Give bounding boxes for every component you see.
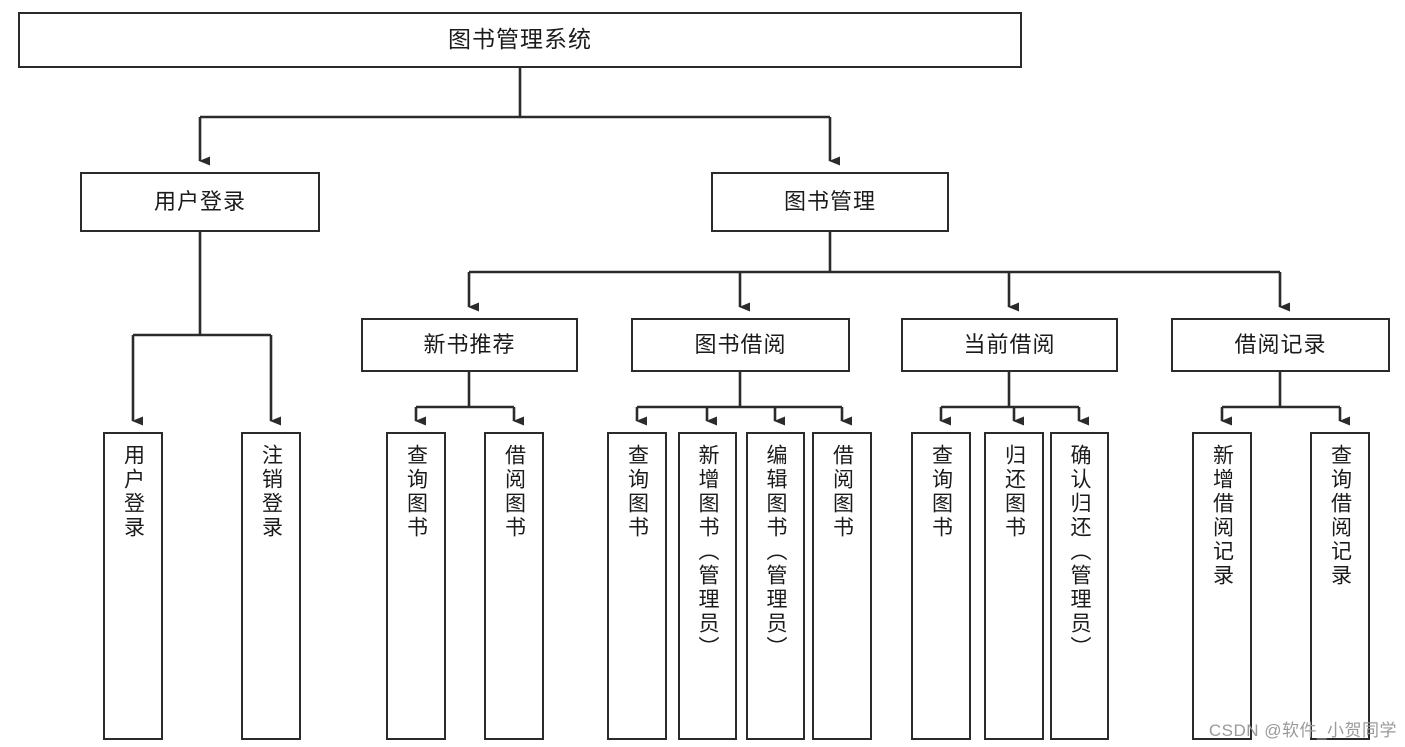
node-user-login[interactable]: 用户登录 (80, 172, 320, 232)
node-label: 用户登录 (153, 188, 246, 214)
node-label: 用户登录 (121, 444, 145, 540)
node-query-book-rec[interactable]: 查询图书 (386, 432, 446, 740)
node-label: 确认归还（管理员） (1068, 444, 1091, 660)
node-user-logout-leaf[interactable]: 注销登录 (241, 432, 301, 740)
node-label: 注销登录 (259, 444, 283, 540)
node-label: 新增借阅记录 (1210, 444, 1234, 588)
node-label: 编辑图书（管理员） (764, 444, 787, 660)
node-label: 查询借阅记录 (1328, 444, 1352, 588)
node-label: 查询图书 (625, 444, 649, 540)
node-root[interactable]: 图书管理系统 (18, 12, 1022, 68)
node-confirm-return-admin[interactable]: 确认归还（管理员） (1050, 432, 1109, 740)
node-add-book-admin[interactable]: 新增图书（管理员） (678, 432, 737, 740)
node-current-borrow[interactable]: 当前借阅 (901, 318, 1118, 372)
node-label: 新增图书（管理员） (696, 444, 719, 660)
node-label: 图书管理系统 (448, 26, 592, 53)
node-label: 图书管理 (783, 188, 876, 214)
node-borrow-book-rec[interactable]: 借阅图书 (484, 432, 544, 740)
node-new-book-rec[interactable]: 新书推荐 (361, 318, 578, 372)
node-query-book-current[interactable]: 查询图书 (911, 432, 971, 740)
node-book-borrow[interactable]: 图书借阅 (631, 318, 850, 372)
node-label: 借阅图书 (502, 444, 526, 540)
csdn-watermark: CSDN @软件_小贺同学 (1208, 721, 1397, 740)
node-query-book-borrow[interactable]: 查询图书 (607, 432, 667, 740)
node-return-book[interactable]: 归还图书 (984, 432, 1044, 740)
node-borrow-record[interactable]: 借阅记录 (1171, 318, 1390, 372)
node-label: 图书借阅 (694, 331, 787, 357)
node-label: 借阅记录 (1234, 331, 1327, 357)
node-label: 查询图书 (404, 444, 428, 540)
node-borrow-book[interactable]: 借阅图书 (812, 432, 872, 740)
node-edit-book-admin[interactable]: 编辑图书（管理员） (746, 432, 805, 740)
node-label: 新书推荐 (423, 331, 516, 357)
node-user-login-leaf[interactable]: 用户登录 (103, 432, 163, 740)
node-book-manage[interactable]: 图书管理 (711, 172, 949, 232)
node-label: 当前借阅 (963, 331, 1056, 357)
node-add-borrow-record[interactable]: 新增借阅记录 (1192, 432, 1252, 740)
node-label: 归还图书 (1002, 444, 1026, 540)
node-label: 查询图书 (929, 444, 953, 540)
node-query-borrow-record[interactable]: 查询借阅记录 (1310, 432, 1370, 740)
node-label: 借阅图书 (830, 444, 854, 540)
